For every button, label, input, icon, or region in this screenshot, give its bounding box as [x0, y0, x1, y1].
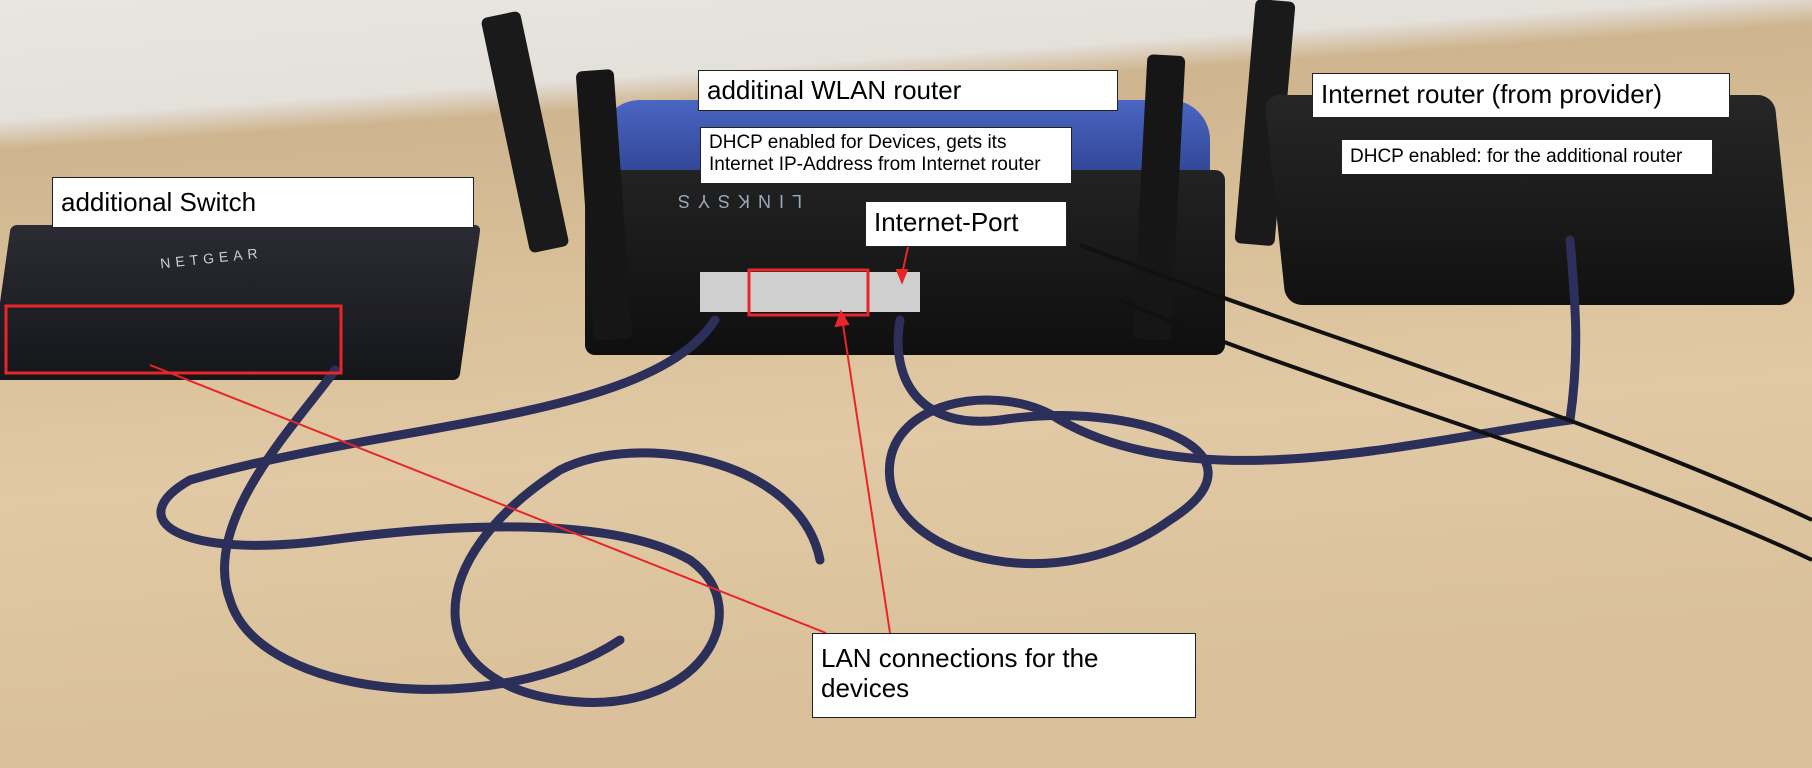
lan-connections-label: LAN connections for the devices: [812, 633, 1196, 718]
internet-router-label: Internet router (from provider): [1312, 73, 1730, 118]
switch-ports-highlight: [4, 304, 343, 375]
wlan-router-dhcp-label: DHCP enabled for Devices, gets its Inter…: [700, 127, 1072, 184]
annotation-line: [841, 317, 891, 634]
router-brand: LINKSYS: [670, 191, 803, 211]
router-ports: [700, 272, 920, 312]
router-lan-ports-highlight: [747, 268, 870, 317]
annotation-line: [149, 364, 827, 634]
wlan-router-label: additinal WLAN router: [698, 70, 1118, 111]
switch-label: additional Switch: [52, 177, 474, 228]
arrow-head: [834, 309, 850, 328]
arrow-head: [895, 269, 909, 285]
internet-port-label: Internet-Port: [865, 201, 1067, 247]
internet-router-dhcp-label: DHCP enabled: for the additional router: [1341, 139, 1713, 175]
